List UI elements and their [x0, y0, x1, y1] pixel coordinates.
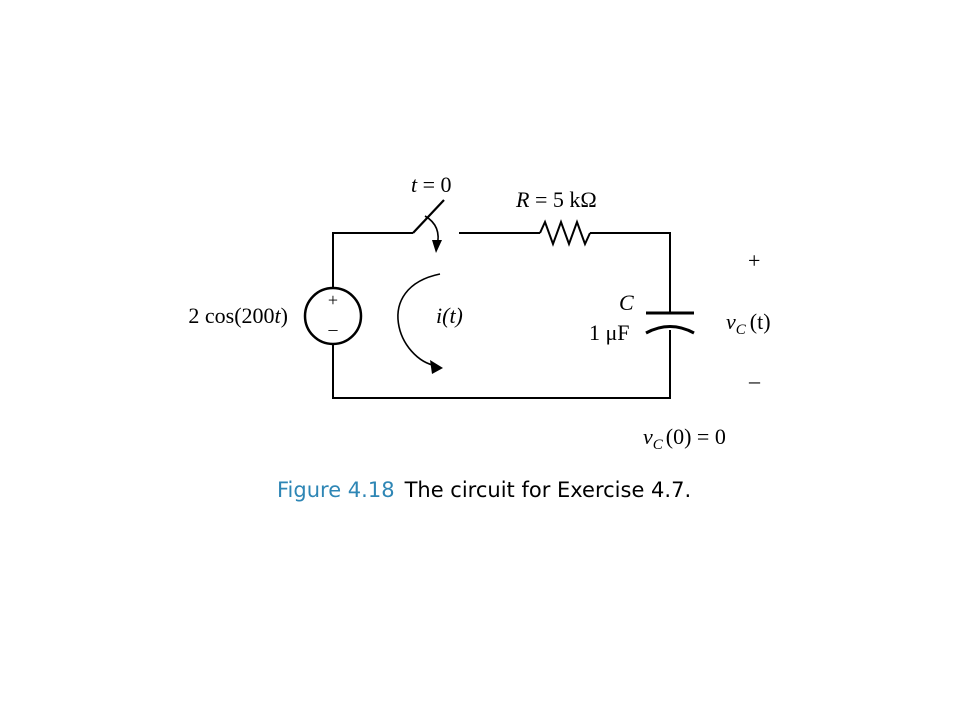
capacitor-symbol — [645, 311, 695, 335]
initial-condition-label: vC(0) = 0 — [643, 424, 726, 453]
capacitor-name: C — [619, 290, 634, 315]
voltage-source — [303, 286, 363, 346]
left-wire-top — [332, 232, 413, 288]
figure-title: The circuit for Exercise 4.7. — [404, 478, 692, 502]
switch-arrow-icon — [424, 215, 442, 253]
resistor — [539, 219, 591, 247]
capacitor-value: 1 μF — [589, 320, 630, 345]
source-minus-sign: – — [328, 319, 339, 339]
vc-plus-sign: + — [748, 248, 760, 273]
right-wire-top — [590, 232, 671, 313]
figure-number: Figure 4.18 — [277, 478, 395, 502]
left-wire-bottom — [332, 330, 671, 399]
resistor-label: R = 5 kΩ — [515, 187, 597, 212]
current-label: i(t) — [436, 303, 463, 328]
source-label: 2 cos(200t) — [188, 303, 288, 328]
current-loop-arrow-icon — [397, 273, 443, 374]
switch-label: t = 0 — [411, 172, 452, 197]
vc-minus-sign: – — [748, 368, 761, 393]
vc-label: vC(t) — [726, 309, 771, 338]
figure-caption: Figure 4.18 The circuit for Exercise 4.7. — [277, 478, 691, 502]
switch-blade — [412, 199, 445, 234]
source-plus-sign: + — [328, 290, 338, 310]
